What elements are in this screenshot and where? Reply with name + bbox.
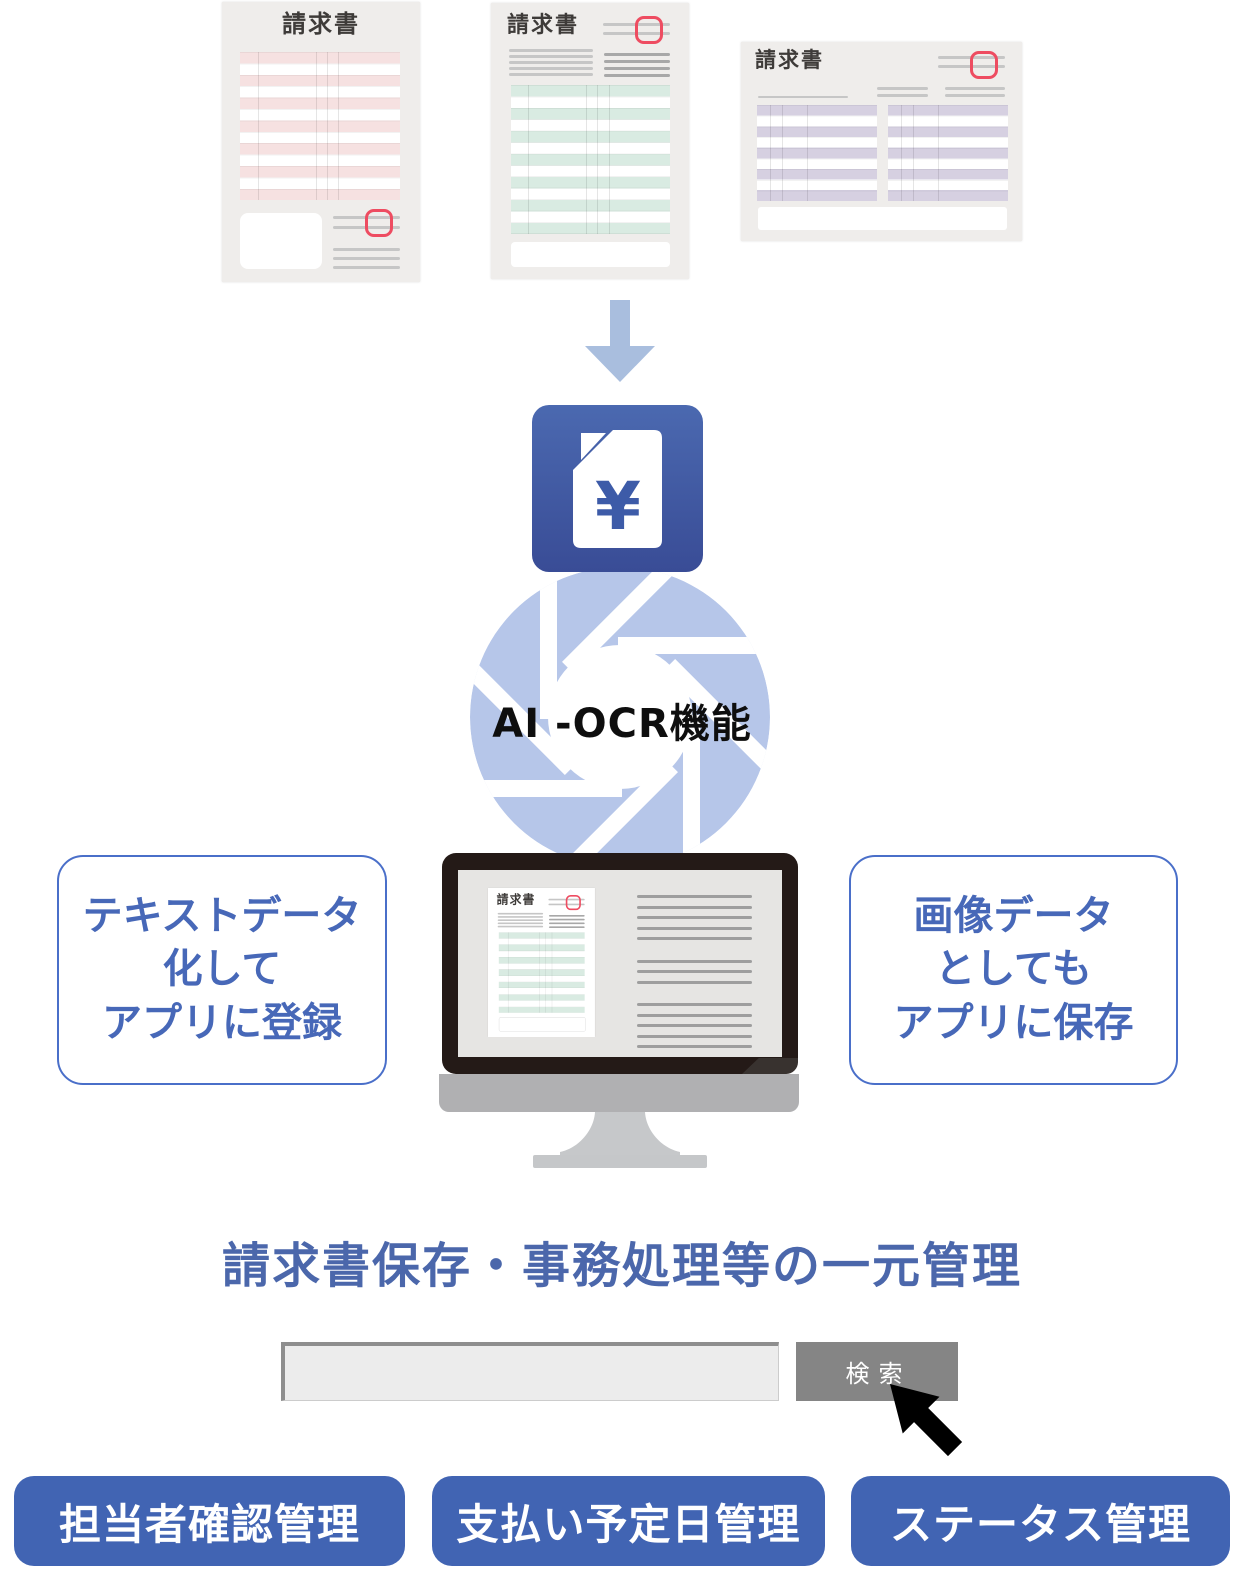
note-box — [511, 242, 670, 267]
text-line — [497, 922, 544, 925]
text-line — [877, 94, 928, 97]
search-button[interactable]: 検索 — [796, 1342, 958, 1401]
monitor-screen: 請求書 — [458, 870, 782, 1057]
stamp-placeholder-icon — [635, 16, 663, 44]
stamp-placeholder-icon — [365, 209, 393, 237]
invoice-table — [757, 105, 877, 201]
note-box — [758, 207, 1007, 230]
text-line — [497, 925, 544, 928]
callout-image-data: 画像データ としても アプリに保存 — [849, 855, 1178, 1085]
yen-symbol: ¥ — [595, 468, 641, 545]
text-line — [509, 49, 593, 52]
text-line — [509, 61, 593, 64]
search-input[interactable] — [281, 1342, 779, 1401]
callout-line: 画像データ — [913, 892, 1114, 939]
invoice-table — [511, 85, 670, 234]
monitor: 請求書 — [442, 853, 798, 1074]
text-line — [333, 266, 400, 269]
invoice-doc-green: 請求書 — [491, 3, 689, 279]
yen-document-icon: ¥ — [532, 405, 703, 572]
text-line — [945, 87, 1005, 90]
down-arrow-icon — [585, 300, 655, 382]
bezel-highlight — [742, 1058, 798, 1074]
text-line — [604, 60, 670, 63]
aperture-icon — [470, 567, 770, 867]
text-line — [509, 55, 593, 58]
callout-line: アプリに登録 — [102, 999, 342, 1046]
callout-text-data: テキストデータ 化して アプリに登録 — [57, 855, 387, 1085]
feature-button-assignee[interactable]: 担当者確認管理 — [14, 1476, 405, 1566]
text-line — [877, 87, 928, 90]
invoice-title: 請求書 — [496, 893, 536, 907]
feature-button-status[interactable]: ステータス管理 — [851, 1476, 1230, 1566]
text-line — [333, 248, 400, 251]
text-line — [497, 916, 544, 918]
text-line — [333, 257, 400, 260]
text-line — [497, 912, 544, 915]
note-box — [240, 213, 322, 269]
invoice-title: 請求書 — [755, 48, 824, 72]
stamp-placeholder-icon — [565, 895, 581, 911]
text-line — [549, 926, 585, 928]
screen-text-lines — [637, 895, 752, 1056]
invoice-title: 請求書 — [282, 10, 360, 38]
invoice-doc-pink: 請求書 — [222, 2, 420, 282]
text-line — [497, 919, 544, 921]
text-line — [604, 74, 670, 77]
stamp-placeholder-icon — [970, 51, 998, 79]
monitor-stand — [533, 1112, 707, 1168]
cursor-icon — [890, 1384, 963, 1457]
ocr-feature-label: AI -OCR機能 — [492, 701, 752, 747]
invoice-doc-purple: 請求書 — [741, 42, 1022, 241]
feature-button-payment-date[interactable]: 支払い予定日管理 — [432, 1476, 825, 1566]
callout-line: としても — [935, 946, 1092, 993]
invoice-table — [240, 52, 400, 200]
text-line — [604, 67, 670, 70]
section-heading: 請求書保存・事務処理等の一元管理 — [221, 1238, 1022, 1294]
invoice-title: 請求書 — [507, 13, 580, 38]
text-line — [945, 94, 1005, 97]
text-line — [604, 53, 670, 56]
text-line — [758, 96, 848, 98]
text-line — [549, 922, 585, 925]
text-line — [509, 67, 593, 70]
text-line — [549, 918, 585, 921]
text-line — [509, 73, 593, 76]
callout-line: アプリに保存 — [893, 999, 1134, 1046]
text-line — [549, 915, 585, 917]
invoice-table — [888, 105, 1008, 201]
callout-line: 化して — [162, 946, 282, 993]
monitor-chin — [439, 1074, 799, 1112]
callout-line: テキストデータ — [82, 892, 362, 939]
